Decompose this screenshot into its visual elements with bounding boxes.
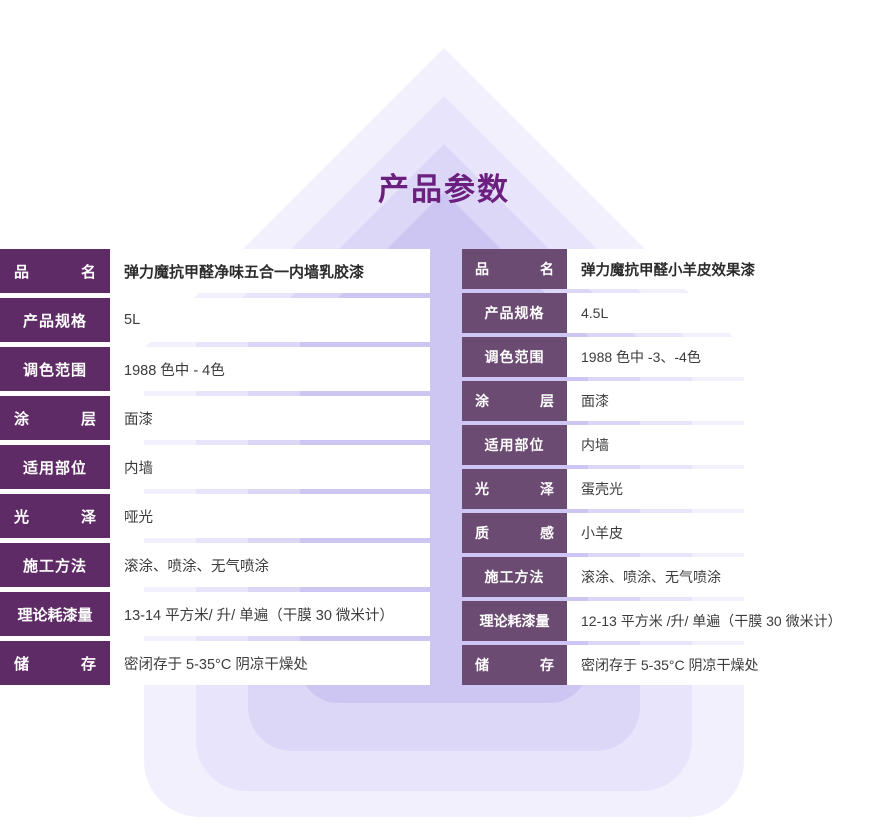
spec-label: 光泽 bbox=[0, 494, 110, 538]
spec-label: 质感 bbox=[462, 513, 567, 553]
spec-value: 弹力魔抗甲醛净味五合一内墙乳胶漆 bbox=[110, 249, 430, 293]
spec-value: 密闭存于 5-35°C 阴凉干燥处 bbox=[110, 641, 430, 685]
spec-row: 品名弹力魔抗甲醛净味五合一内墙乳胶漆 bbox=[0, 249, 430, 293]
spec-row: 储存密闭存于 5-35°C 阴凉干燥处 bbox=[462, 645, 888, 685]
spec-row: 涂层面漆 bbox=[462, 381, 888, 421]
spec-row: 施工方法滚涂、喷涂、无气喷涂 bbox=[462, 557, 888, 597]
spec-label: 品名 bbox=[462, 249, 567, 289]
spec-value: 4.5L bbox=[567, 293, 888, 333]
spec-label: 调色范围 bbox=[462, 337, 567, 377]
spec-label: 储存 bbox=[462, 645, 567, 685]
spec-value: 弹力魔抗甲醛小羊皮效果漆 bbox=[567, 249, 888, 289]
spec-label: 涂层 bbox=[462, 381, 567, 421]
spec-label: 涂层 bbox=[0, 396, 110, 440]
spec-row: 适用部位内墙 bbox=[0, 445, 430, 489]
spec-value: 蛋壳光 bbox=[567, 469, 888, 509]
spec-row: 适用部位内墙 bbox=[462, 425, 888, 465]
spec-row: 储存密闭存于 5-35°C 阴凉干燥处 bbox=[0, 641, 430, 685]
spec-label: 施工方法 bbox=[462, 557, 567, 597]
spec-value: 密闭存于 5-35°C 阴凉干燥处 bbox=[567, 645, 888, 685]
spec-value: 面漆 bbox=[110, 396, 430, 440]
spec-label: 适用部位 bbox=[0, 445, 110, 489]
spec-value: 1988 色中 - 4色 bbox=[110, 347, 430, 391]
spec-row: 光泽哑光 bbox=[0, 494, 430, 538]
spec-value: 12-13 平方米 /升/ 单遍（干膜 30 微米计） bbox=[567, 601, 888, 641]
spec-value: 哑光 bbox=[110, 494, 430, 538]
spec-label: 品名 bbox=[0, 249, 110, 293]
spec-label: 施工方法 bbox=[0, 543, 110, 587]
spec-label: 理论耗漆量 bbox=[0, 592, 110, 636]
spec-value: 滚涂、喷涂、无气喷涂 bbox=[110, 543, 430, 587]
spec-value: 1988 色中 -3、-4色 bbox=[567, 337, 888, 377]
spec-value: 面漆 bbox=[567, 381, 888, 421]
spec-label: 理论耗漆量 bbox=[462, 601, 567, 641]
spec-value: 内墙 bbox=[567, 425, 888, 465]
spec-row: 品名弹力魔抗甲醛小羊皮效果漆 bbox=[462, 249, 888, 289]
spec-value: 小羊皮 bbox=[567, 513, 888, 553]
spec-row: 施工方法滚涂、喷涂、无气喷涂 bbox=[0, 543, 430, 587]
spec-label: 调色范围 bbox=[0, 347, 110, 391]
spec-label: 储存 bbox=[0, 641, 110, 685]
spec-row: 涂层面漆 bbox=[0, 396, 430, 440]
spec-label: 产品规格 bbox=[0, 298, 110, 342]
spec-row: 光泽蛋壳光 bbox=[462, 469, 888, 509]
spec-value: 内墙 bbox=[110, 445, 430, 489]
page-title: 产品参数 bbox=[378, 172, 510, 207]
spec-value: 滚涂、喷涂、无气喷涂 bbox=[567, 557, 888, 597]
spec-label: 产品规格 bbox=[462, 293, 567, 333]
spec-value: 13-14 平方米/ 升/ 单遍（干膜 30 微米计） bbox=[110, 592, 430, 636]
spec-label: 适用部位 bbox=[462, 425, 567, 465]
spec-value: 5L bbox=[110, 298, 430, 342]
spec-label: 光泽 bbox=[462, 469, 567, 509]
spec-row: 质感小羊皮 bbox=[462, 513, 888, 553]
